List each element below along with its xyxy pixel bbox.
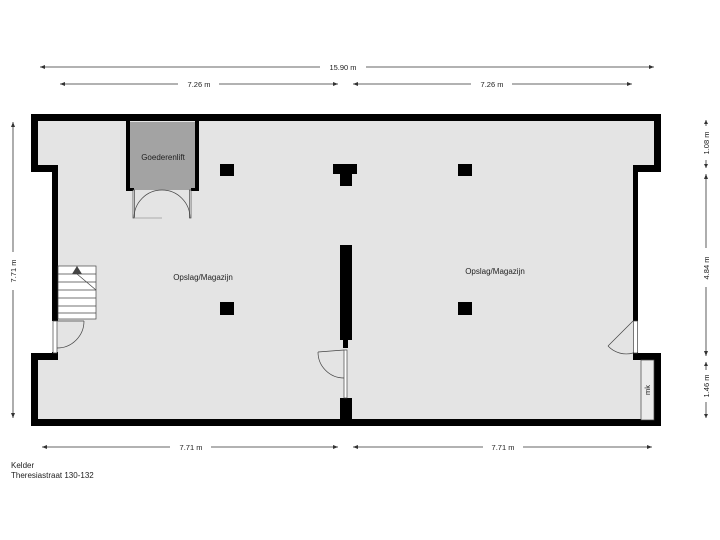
floor-label: Kelder: [11, 461, 35, 470]
svg-text:7.26 m: 7.26 m: [188, 80, 211, 89]
dimension-right-bottom: 1.46 m: [702, 362, 711, 418]
dimension-bottom-left: 7.71 m: [42, 443, 338, 452]
lift-double-door: [132, 189, 192, 219]
mk-label: mk: [643, 385, 652, 395]
room-label-storage-right: Opslag/Magazijn: [465, 267, 525, 276]
right-door: [607, 320, 638, 355]
svg-text:1.46 m: 1.46 m: [702, 375, 711, 398]
dimension-bottom-right: 7.71 m: [353, 443, 652, 452]
svg-text:7.71 m: 7.71 m: [9, 260, 18, 283]
lift-label: Goederenlift: [141, 153, 185, 162]
goods-lift: [128, 122, 198, 190]
svg-text:4.84 m: 4.84 m: [702, 257, 711, 280]
room-label-storage-left: Opslag/Magazijn: [173, 273, 233, 282]
left-door: [52, 320, 85, 354]
center-wall: [340, 245, 352, 420]
dimension-right-top: 1.08 m: [702, 120, 711, 168]
staircase: [57, 265, 97, 320]
dimension-left-height: 7.71 m: [9, 122, 18, 418]
svg-text:7.26 m: 7.26 m: [481, 80, 504, 89]
svg-text:15.90 m: 15.90 m: [329, 63, 356, 72]
stair-arrow-icon: [72, 266, 82, 274]
svg-text:1.08 m: 1.08 m: [702, 132, 711, 155]
outer-walls: [31, 114, 661, 426]
dimension-top-total: 15.90 m: [40, 63, 654, 72]
dimension-top-left: 7.26 m: [60, 80, 338, 89]
svg-text:7.71 m: 7.71 m: [492, 443, 515, 452]
center-door: [317, 349, 348, 399]
dimension-right-middle: 4.84 m: [702, 174, 711, 356]
lift-walls: [126, 120, 199, 191]
columns: [220, 164, 472, 315]
dimension-top-right: 7.26 m: [353, 80, 632, 89]
address-label: Theresiastraat 130-132: [11, 471, 94, 480]
svg-text:7.71 m: 7.71 m: [180, 443, 203, 452]
mk-box: [640, 359, 655, 421]
